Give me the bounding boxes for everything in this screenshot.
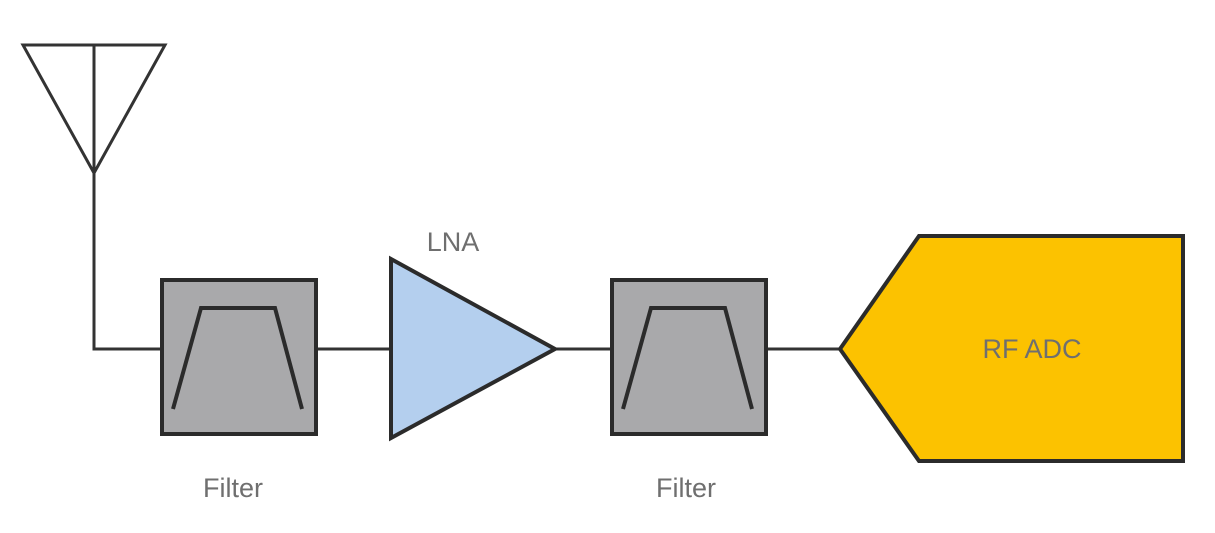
- amplifier-triangle-icon: [389, 255, 560, 442]
- bandpass-filter-icon: [621, 306, 754, 410]
- lna-label: LNA: [427, 227, 480, 257]
- adc-shape: [837, 234, 1185, 463]
- antenna-icon: [20, 43, 168, 177]
- bandpass-filter-icon: [171, 306, 304, 410]
- lna-block: [389, 255, 560, 442]
- filter-2-label: Filter: [656, 473, 716, 503]
- filter-1-label: Filter: [203, 473, 263, 503]
- filter-box: [610, 278, 768, 436]
- filter-block-2: [610, 278, 768, 436]
- rf-adc-block: [837, 234, 1185, 463]
- wire-antenna-to-filter1: [92, 173, 162, 351]
- filter-block-1: [160, 278, 318, 436]
- filter-box: [160, 278, 318, 436]
- rf-adc-label: RF ADC: [982, 334, 1081, 364]
